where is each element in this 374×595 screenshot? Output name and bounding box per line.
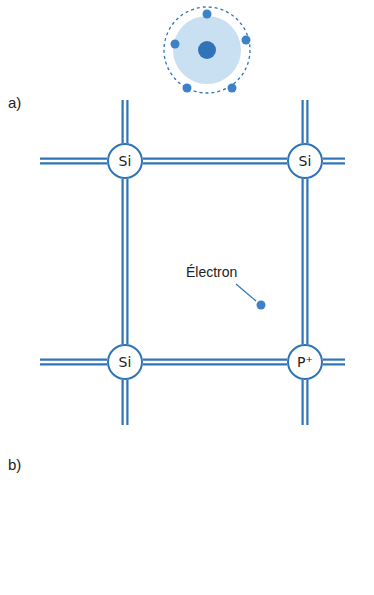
- electron: [203, 10, 212, 19]
- electron: [183, 84, 192, 93]
- bond-line: [122, 100, 129, 143]
- bond-gap: [323, 361, 345, 364]
- atom-circle: P⁺: [287, 344, 323, 380]
- bond-line: [302, 100, 309, 143]
- electron: [242, 36, 251, 45]
- bond-gap: [304, 380, 307, 425]
- atom-circle: Si: [107, 344, 143, 380]
- callout-label: Électron: [186, 264, 237, 280]
- atom-circle: Si: [107, 143, 143, 179]
- bond-gap: [323, 160, 345, 163]
- electron-cloud: [173, 16, 241, 84]
- electron: [171, 40, 180, 49]
- bond-line: [302, 380, 309, 425]
- bond-connector: [125, 179, 126, 344]
- element-symbol: P⁺: [297, 354, 313, 370]
- bond-line: [40, 158, 107, 165]
- bond-gap: [304, 179, 307, 344]
- bond-connector: [143, 161, 287, 162]
- bond-gap: [124, 100, 127, 143]
- orbit: [164, 7, 250, 93]
- electron: [257, 301, 266, 310]
- bond-line: [40, 359, 107, 366]
- bond-connector: [305, 179, 306, 344]
- electron: [228, 84, 237, 93]
- bond-connector: [143, 362, 287, 363]
- bond-gap: [40, 160, 107, 163]
- bond-line: [122, 380, 129, 425]
- bond-gap: [304, 100, 307, 143]
- part-label: a): [8, 94, 21, 111]
- bond-line: [323, 158, 345, 165]
- bond-gap: [40, 361, 107, 364]
- bond-line: [323, 359, 345, 366]
- bond-gap: [124, 179, 127, 344]
- bond-gap: [143, 361, 287, 364]
- element-symbol: Si: [299, 153, 312, 169]
- atom-circle: Si: [287, 143, 323, 179]
- nucleus: [198, 41, 216, 59]
- bond-line: [122, 179, 129, 344]
- lattice-bonds: [40, 100, 345, 425]
- part-label: b): [8, 456, 21, 473]
- bond-gap: [124, 380, 127, 425]
- element-symbol: Si: [119, 354, 132, 370]
- bond-line: [143, 359, 287, 366]
- element-symbol: Si: [119, 153, 132, 169]
- bond-gap: [143, 160, 287, 163]
- bond-line: [302, 179, 309, 344]
- bond-line: [143, 158, 287, 165]
- leader-line: [236, 284, 256, 301]
